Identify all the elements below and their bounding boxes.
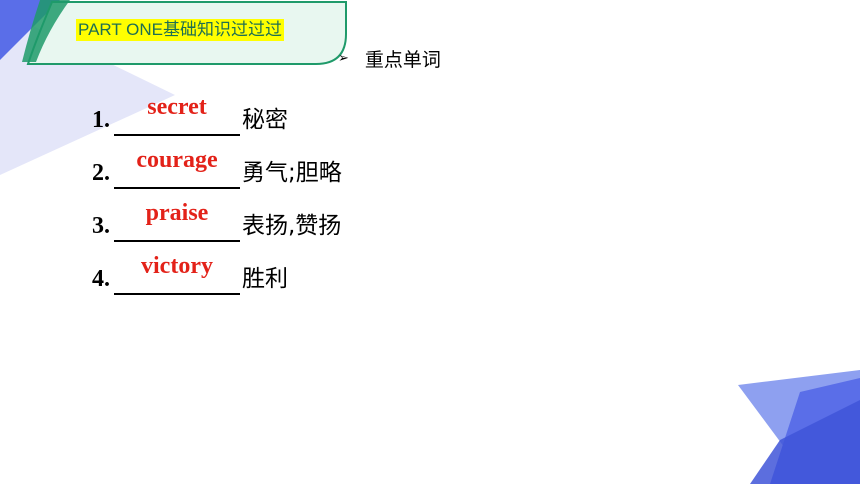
- section-title: ➢ 重点单词: [338, 44, 441, 72]
- answer-blank: [114, 157, 240, 189]
- arrow-bullet-icon: ➢: [338, 50, 349, 66]
- answer-blank: [114, 210, 240, 242]
- item-meaning: 勇气;胆略: [242, 160, 342, 186]
- item-number: 1.: [92, 107, 110, 133]
- answer-text: courage: [136, 147, 218, 173]
- item-meaning: 秘密: [242, 107, 288, 133]
- part-label: PART ONE基础知识过过过: [76, 19, 285, 41]
- item-number: 2.: [92, 160, 110, 186]
- section-title-text: 重点单词: [364, 48, 441, 71]
- item-meaning: 胜利: [242, 266, 288, 292]
- answer-blank: [114, 263, 240, 295]
- bottom-right-dark-triangle: [750, 400, 860, 484]
- answer-text: victory: [141, 253, 213, 279]
- answer-blank: [114, 104, 240, 136]
- bottom-right-light-triangle: [738, 370, 860, 455]
- bottom-right-blue-triangle: [770, 378, 860, 484]
- item-number: 3.: [92, 213, 110, 239]
- answer-text: secret: [147, 94, 207, 120]
- answer-text: praise: [145, 200, 209, 226]
- item-meaning: 表扬,赞扬: [242, 213, 342, 239]
- item-number: 4.: [92, 266, 110, 292]
